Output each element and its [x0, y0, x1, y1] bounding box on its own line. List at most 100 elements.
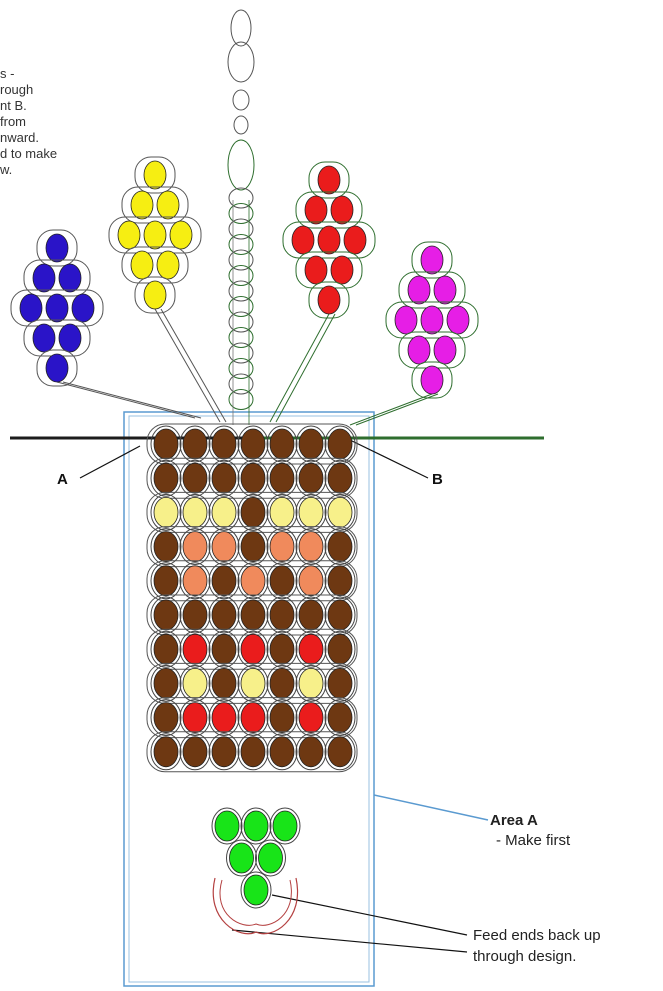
fringe-bead [58, 323, 82, 353]
bead-fill [240, 599, 266, 631]
bead-fill [327, 565, 353, 597]
bead-outline [150, 562, 182, 600]
bead-outline [150, 733, 182, 771]
body-bead [179, 733, 211, 771]
body-bead [266, 596, 298, 634]
bead-fill [269, 599, 295, 631]
bead-outline [240, 807, 272, 845]
bead-outline [226, 839, 257, 877]
body-bead [237, 664, 269, 702]
area-a-title: Area A [490, 812, 538, 829]
bead-fill [298, 565, 324, 597]
bead-fill [153, 702, 179, 733]
fringe-bead [32, 323, 56, 353]
body-bead [208, 699, 240, 737]
bead-outline [208, 425, 240, 463]
body-bead [295, 562, 327, 600]
feed-pointer-bottom [231, 929, 468, 953]
bead-fill [269, 668, 295, 699]
fringe-bead [143, 220, 167, 250]
center-long-loop [227, 139, 255, 191]
bead-fill [240, 462, 266, 494]
bead-fill [298, 428, 324, 460]
bead-fill [211, 428, 237, 460]
fringe-bead [45, 353, 69, 383]
bead-outline [208, 459, 240, 497]
body-bead [179, 699, 211, 737]
bead-fill [327, 462, 353, 494]
fringe-bead [130, 250, 154, 280]
body-bead [266, 733, 298, 771]
fringe-row-outline [36, 349, 78, 387]
center-top-loop [227, 41, 255, 83]
bead-fill [298, 531, 324, 562]
fringe-row-outline [385, 301, 479, 339]
body-bead [324, 493, 356, 531]
bead-outline [295, 493, 327, 531]
bead-fill [211, 531, 237, 562]
body-bead [324, 528, 356, 566]
fringe-bead [58, 263, 82, 293]
bead-outline [324, 596, 356, 634]
body-bead [208, 562, 240, 600]
fringe-row-outline [134, 276, 176, 314]
body-bead [179, 425, 211, 463]
bead-fill [327, 702, 353, 733]
fringe-bead [130, 190, 154, 220]
body-bead [237, 733, 269, 771]
bead-fill [269, 702, 295, 733]
body-bead [324, 664, 356, 702]
point-b-pointer [349, 439, 429, 479]
fringe-thread [62, 381, 202, 419]
bead-fill [153, 633, 179, 665]
bead-fill [269, 428, 295, 460]
bead-outline [150, 630, 182, 668]
bead-fill [269, 497, 295, 528]
fringe-bead [330, 255, 354, 285]
fringe-bead [304, 195, 328, 225]
bead-fill [211, 462, 237, 494]
fringe-bead [117, 220, 141, 250]
fringe-bead [32, 263, 56, 293]
fringe-bead [71, 293, 95, 323]
center-bead [228, 234, 254, 255]
fringe-bead [343, 225, 367, 255]
bead-fill [211, 497, 237, 528]
area-a-subtitle: - Make first [496, 832, 571, 849]
bead-outline [324, 664, 356, 702]
bead-outline [295, 733, 327, 771]
bead-outline [295, 562, 327, 600]
fringe-bead [317, 285, 341, 315]
bead-outline [266, 596, 298, 634]
bead-outline [266, 562, 298, 600]
bead-fill [153, 565, 179, 597]
body-bead [237, 459, 269, 497]
fringe-bead [156, 190, 180, 220]
fringe-magenta [385, 241, 479, 399]
body-bead [150, 562, 182, 600]
tail-bead [269, 807, 301, 845]
fringe-bead [407, 275, 431, 305]
body-bead [208, 459, 240, 497]
fringe-bead [420, 245, 444, 275]
bead-fill [211, 702, 237, 733]
bead-fill [182, 599, 208, 631]
body-bead [237, 493, 269, 531]
fringe-bead [143, 280, 167, 310]
center-top-loop [230, 9, 252, 47]
fringe-bead [420, 365, 444, 395]
center-bead [228, 249, 254, 271]
bead-outline [324, 425, 356, 463]
center-bead [228, 280, 254, 302]
fringe-row-outline [411, 241, 453, 279]
bead-outline [179, 459, 211, 497]
body-bead [179, 459, 211, 497]
bead-outline [237, 562, 269, 600]
bead-outline [266, 733, 298, 771]
bead-fill [240, 736, 266, 768]
body-bead [295, 528, 327, 566]
center-top-loop [233, 115, 249, 135]
bead-fill [298, 462, 324, 494]
bead-outline [266, 528, 298, 566]
